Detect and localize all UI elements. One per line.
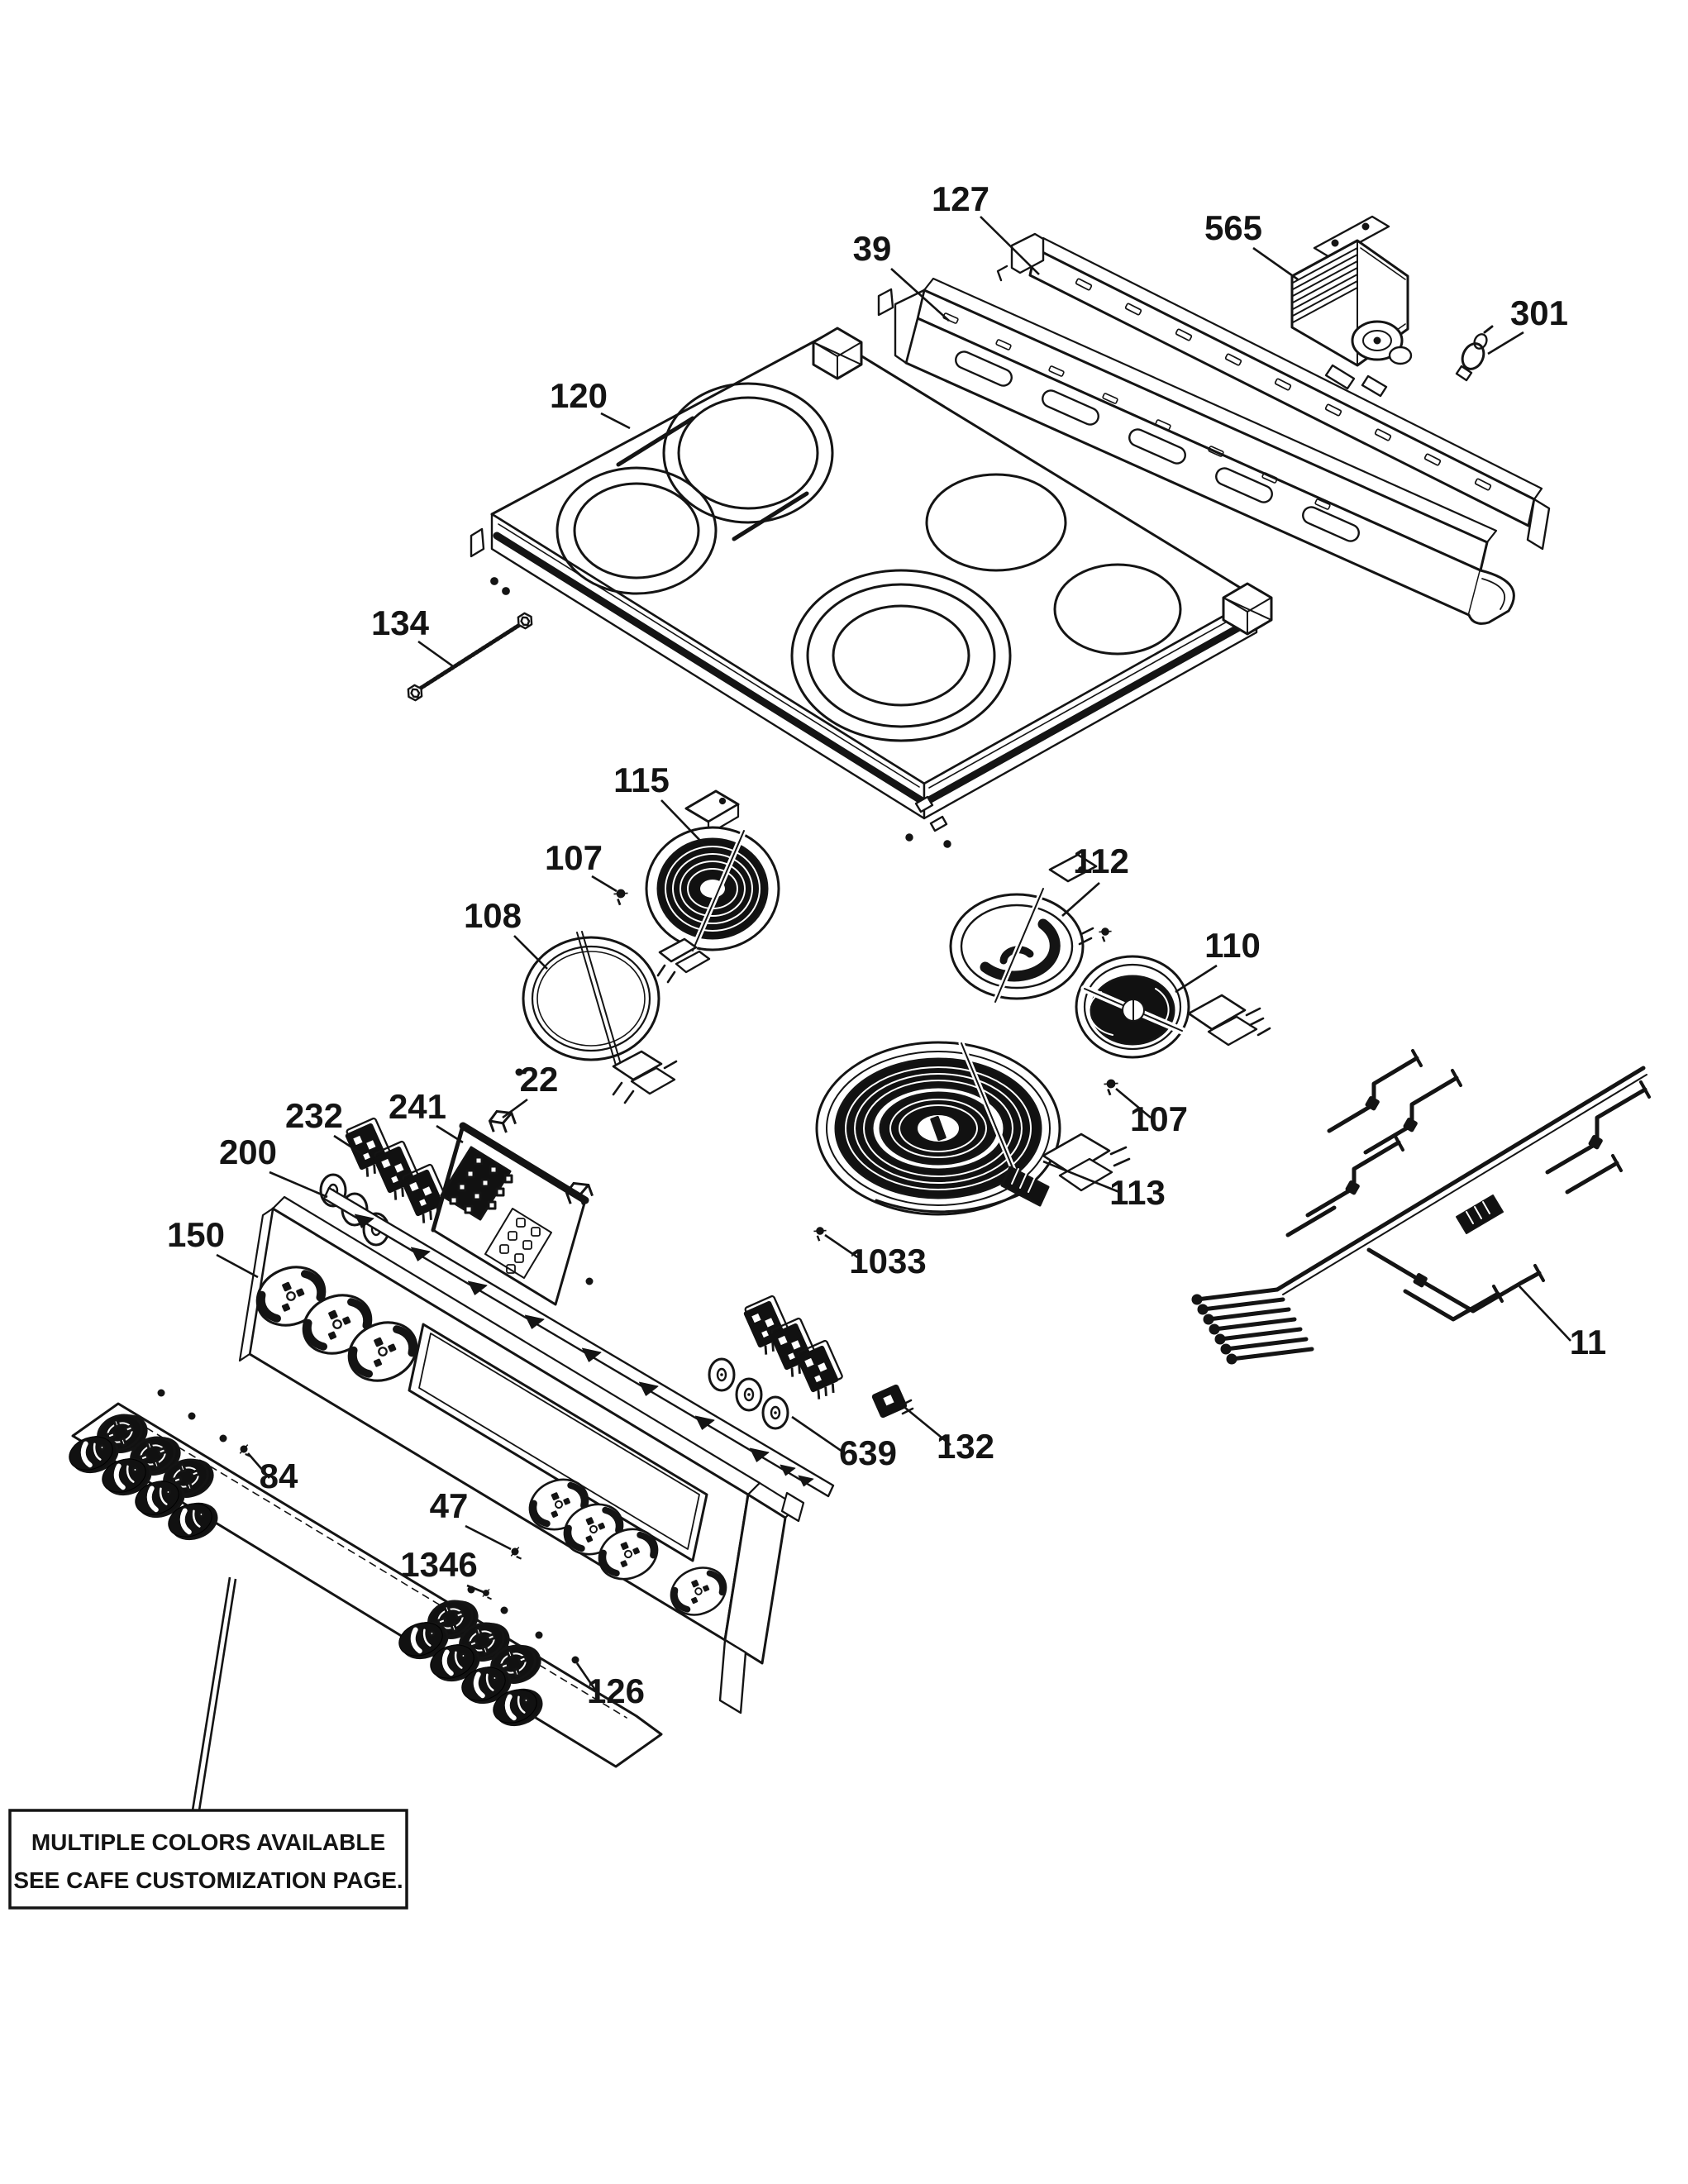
part-label-84: 84 xyxy=(260,1457,298,1495)
part-label-108: 108 xyxy=(464,896,522,935)
note-leader-line-2 xyxy=(198,1578,237,1811)
part-label-107b: 107 xyxy=(1130,1099,1188,1138)
part-label-200: 200 xyxy=(219,1133,277,1171)
part-label-565: 565 xyxy=(1204,208,1262,247)
part-label-241: 241 xyxy=(389,1087,446,1126)
control-panel-150 xyxy=(238,1195,805,1714)
part-label-11: 11 xyxy=(1570,1323,1606,1361)
part-label-126: 126 xyxy=(587,1671,645,1710)
glass-cooktop-120 xyxy=(470,327,1273,848)
part-label-39: 39 xyxy=(853,229,892,268)
vent-trim-rail-39 xyxy=(877,277,1515,625)
surface-element-113 xyxy=(815,1040,1131,1216)
part-label-113: 113 xyxy=(1109,1173,1166,1212)
part-label-1033: 1033 xyxy=(849,1242,926,1280)
part-label-22: 22 xyxy=(520,1060,559,1099)
note-box: MULTIPLE COLORS AVAILABLE SEE CAFE CUSTO… xyxy=(8,1576,408,1910)
vent-trim-rail-127 xyxy=(996,232,1551,551)
part-label-120: 120 xyxy=(550,376,608,415)
note-line-2: SEE CAFE CUSTOMIZATION PAGE. xyxy=(13,1867,403,1893)
part-label-639: 639 xyxy=(839,1433,897,1472)
surface-element-112 xyxy=(949,853,1098,1005)
screws-and-fasteners xyxy=(157,886,1120,1664)
part-label-110: 110 xyxy=(1204,926,1261,965)
trim-ring-108 xyxy=(522,931,678,1104)
part-label-47: 47 xyxy=(430,1486,469,1525)
tie-rod-134 xyxy=(403,610,536,703)
part-label-115: 115 xyxy=(613,761,670,799)
part-label-127: 127 xyxy=(932,179,989,218)
part-label-150: 150 xyxy=(167,1215,225,1254)
part-label-232: 232 xyxy=(285,1096,343,1135)
part-labels: 127 39 565 301 120 134 115 107 108 112 1… xyxy=(167,179,1606,1710)
trim-strip-200 xyxy=(322,1186,835,1498)
knob-panel xyxy=(64,1402,663,1768)
part-label-134: 134 xyxy=(371,603,430,642)
surface-element-115 xyxy=(645,789,780,984)
control-board-241 xyxy=(431,1122,589,1306)
switch-132 xyxy=(871,1384,914,1419)
part-label-107a: 107 xyxy=(545,838,603,877)
blower-assembly-565 xyxy=(1290,215,1413,398)
grommets-rear-639 xyxy=(708,1357,789,1430)
leader-lines xyxy=(216,216,1571,1695)
note-box-border xyxy=(8,1809,408,1910)
clamp-301 xyxy=(1455,325,1494,382)
part-label-132: 132 xyxy=(937,1427,994,1466)
note-line-1: MULTIPLE COLORS AVAILABLE xyxy=(31,1829,385,1855)
bowl-ring-110 xyxy=(1075,955,1271,1059)
wire-harness-11 xyxy=(1191,1049,1651,1365)
part-label-301: 301 xyxy=(1510,293,1568,332)
note-leader-line xyxy=(191,1576,231,1811)
part-label-112: 112 xyxy=(1073,842,1129,880)
part-label-1346: 1346 xyxy=(400,1545,477,1584)
